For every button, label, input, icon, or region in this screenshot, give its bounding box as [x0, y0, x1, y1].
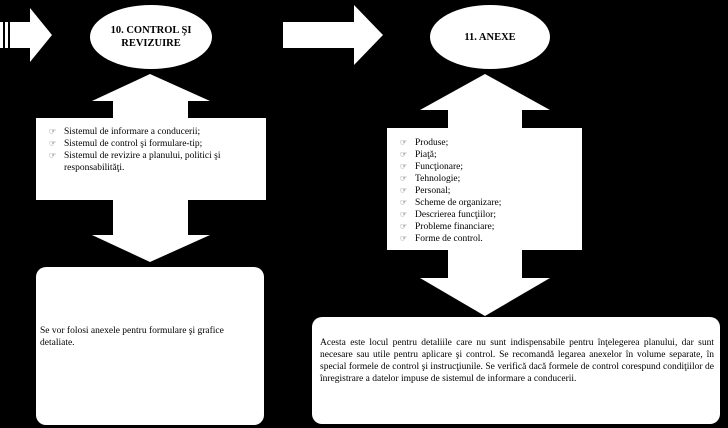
list-item: ☞Tehnologie;	[400, 174, 461, 184]
list-item: ☞Piaţă;	[400, 150, 437, 160]
list-item: ☞Sistemul de informare a conducerii;	[49, 127, 201, 137]
pointing-hand-icon: ☞	[49, 151, 57, 160]
connector-arrow	[283, 5, 383, 65]
box-anexe-note: Acesta este locul pentru detaliile care …	[312, 317, 720, 424]
right-up-arrow	[420, 74, 550, 128]
pointing-hand-icon: ☞	[49, 127, 57, 136]
left-up-arrow	[92, 74, 210, 118]
pointing-hand-icon: ☞	[400, 150, 408, 159]
control-list: ☞Sistemul de informare a conducerii; ☞Si…	[49, 126, 260, 174]
oval-control-revizuire: 10. CONTROL ŞI REVIZUIRE	[90, 5, 212, 69]
list-item: ☞Funcţionare;	[400, 162, 464, 172]
list-item: ☞Scheme de organizare;	[400, 198, 502, 208]
oval-title-line-1: 10. CONTROL ŞI	[110, 25, 192, 36]
oval-title-anexe: 11. ANEXE	[464, 31, 516, 43]
left-down-arrow	[92, 200, 210, 262]
incoming-arrow	[0, 8, 52, 62]
pointing-hand-icon: ☞	[400, 138, 408, 147]
control-note-text: Se vor folosi anexele pentru formulare ş…	[40, 326, 224, 348]
list-item: ☞Probleme financiare;	[400, 222, 495, 232]
box-control-note: Se vor folosi anexele pentru formulare ş…	[36, 267, 264, 425]
right-down-arrow	[420, 250, 550, 316]
pointing-hand-icon: ☞	[400, 222, 408, 231]
anexe-note-text: Acesta este locul pentru detaliile care …	[320, 338, 714, 384]
list-item: ☞Descrierea funcţiilor;	[400, 210, 496, 220]
list-item: ☞Forme de control.	[400, 234, 483, 244]
pointing-hand-icon: ☞	[400, 198, 408, 207]
oval-title-line-2: REVIZUIRE	[121, 38, 181, 49]
pointing-hand-icon: ☞	[400, 174, 408, 183]
box-control-list: ☞Sistemul de informare a conducerii; ☞Si…	[36, 118, 266, 200]
anexe-list: ☞Produse; ☞Piaţă; ☞Funcţionare; ☞Tehnolo…	[400, 137, 576, 245]
pointing-hand-icon: ☞	[400, 162, 408, 171]
pointing-hand-icon: ☞	[400, 210, 408, 219]
box-anexe-list: ☞Produse; ☞Piaţă; ☞Funcţionare; ☞Tehnolo…	[387, 128, 582, 250]
list-item: ☞Personal;	[400, 186, 451, 196]
pointing-hand-icon: ☞	[49, 139, 57, 148]
list-item: ☞Sistemul de control şi formulare-tip;	[49, 139, 203, 149]
pointing-hand-icon: ☞	[400, 186, 408, 195]
pointing-hand-icon: ☞	[400, 234, 408, 243]
list-item: ☞Produse;	[400, 138, 449, 148]
list-item: ☞Sistemul de revizire a planului, politi…	[49, 151, 221, 173]
oval-anexe: 11. ANEXE	[430, 5, 550, 69]
